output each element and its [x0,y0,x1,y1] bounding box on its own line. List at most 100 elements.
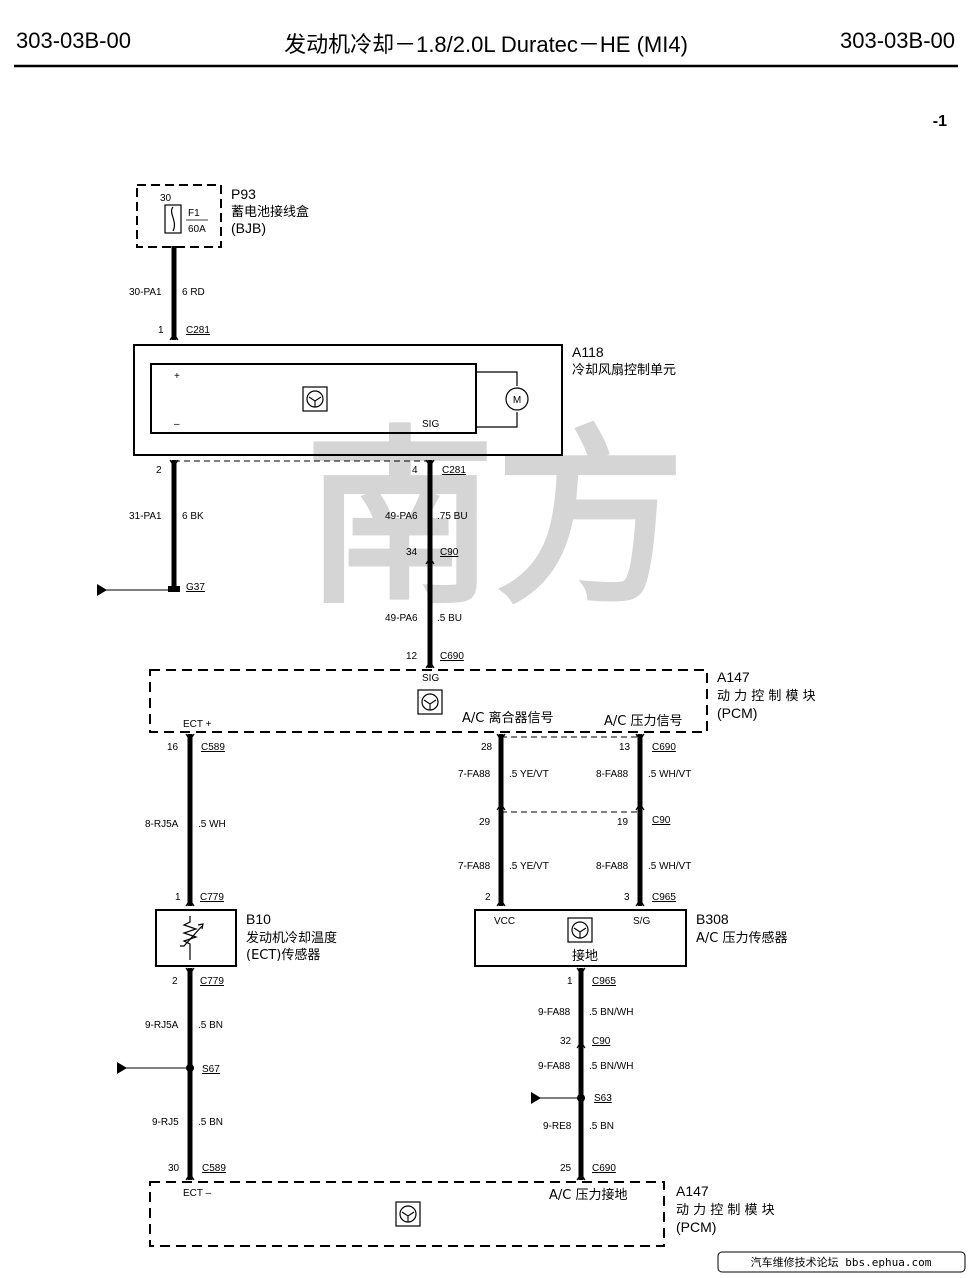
a147-pcm-top: SIG ECT + A/C 离合器信号 A/C 压力信号 A147 动 力 控 … [149,669,816,733]
svg-text:C90: C90 [652,815,671,826]
module-icon [567,917,593,943]
svg-text:C965: C965 [592,976,616,987]
svg-text:.5 BU: .5 BU [437,613,462,624]
motor-label: M [513,395,521,406]
a147-ac-pressure: A/C 压力信号 [604,714,682,729]
motor-icon [505,387,529,411]
wire-lines [171,246,643,1180]
svg-text:C779: C779 [200,976,224,987]
watermark: 南方 [305,407,685,630]
page-tag: -1 [933,113,947,130]
svg-text:C589: C589 [201,742,225,753]
a118-ref: A118 [572,344,604,360]
module-icon [395,1201,421,1227]
svg-text:2: 2 [172,976,178,987]
svg-text:.5 WH: .5 WH [198,819,226,830]
svg-text:31-PA1: 31-PA1 [129,511,162,522]
svg-text:.75 BU: .75 BU [437,511,468,522]
svg-text:9-RJ5A: 9-RJ5A [145,1020,179,1031]
wire-label-circuit: 30-PA1 [129,287,162,298]
s67-label: S67 [202,1064,220,1075]
connector-pin: 1 [158,325,164,336]
wire-labels-top: 30-PA1 6 RD 1 C281 [129,287,210,336]
svg-text:49-PA6: 49-PA6 [385,613,418,624]
svg-text:1: 1 [567,976,573,987]
connector-name: C281 [186,325,210,336]
p93-ref: P93 [231,186,256,202]
b308-ac-pressure-sensor: VCC S/G 接地 B308 A/C 压力传感器 [474,909,787,967]
svg-text:9-RE8: 9-RE8 [543,1121,572,1132]
a147-name: 动 力 控 制 模 块 [676,1203,775,1218]
a118-minus: – [174,419,180,430]
svg-text:29: 29 [479,817,491,828]
wire-labels-mid: 2 4 C281 31-PA1 6 BK 49-PA6 .75 BU 34 C9… [129,465,468,662]
a147-ref: A147 [717,669,750,685]
b10-name2: (ECT)传感器 [246,947,320,963]
svg-text:C690: C690 [440,651,464,662]
p93-battery-junction-box: 30 F1 60A P93 蓄电池接线盒 (BJB) [136,184,309,248]
p93-code: (BJB) [231,220,266,236]
p93-name: 蓄电池接线盒 [231,204,309,220]
a147-ac-ground: A/C 压力接地 [549,1187,627,1203]
footer-text: 汽车维修技术论坛 bbs.ephua.com [751,1255,932,1269]
a147-code: (PCM) [676,1219,716,1235]
svg-text:28: 28 [481,742,493,753]
svg-text:12: 12 [406,651,418,662]
svg-text:9-FA88: 9-FA88 [538,1061,571,1072]
b308-ground: 接地 [572,948,598,964]
a147-code: (PCM) [717,705,757,721]
fuse-id: F1 [188,208,200,219]
svg-text:7-FA88: 7-FA88 [458,769,491,780]
svg-text:.5 BN: .5 BN [589,1121,614,1132]
svg-text:.5 YE/VT: .5 YE/VT [509,769,549,780]
svg-text:C90: C90 [592,1036,611,1047]
wire-labels-lower: 16 C589 28 13 C690 7-FA88 .5 YE/VT 8-FA8… [145,742,691,903]
s67-splice: S67 [117,1062,220,1075]
svg-text:30: 30 [168,1163,180,1174]
b10-ref: B10 [246,911,271,927]
s63-label: S63 [594,1093,612,1104]
page-header: 303-03B-00 发动机冷却－1.8/2.0L Duratec－HE (MI… [14,28,958,130]
splice-arrow-icon [117,1062,127,1074]
b308-name: A/C 压力传感器 [696,930,787,946]
svg-text:C90: C90 [440,547,459,558]
watermark-text: 南方 [305,407,685,630]
p93-pin: 30 [160,193,172,204]
g37-ground: G37 [97,582,205,596]
wire-label-spec: 6 RD [182,287,205,298]
svg-text:1: 1 [175,892,181,903]
svg-text:C965: C965 [652,892,676,903]
svg-text:7-FA88: 7-FA88 [458,861,491,872]
fuse-rating: 60A [188,224,206,235]
svg-text:25: 25 [560,1163,572,1174]
svg-text:13: 13 [619,742,631,753]
a147-ect-plus: ECT + [183,719,212,730]
a147-ect-minus: ECT – [183,1188,212,1199]
footer-stamp: 汽车维修技术论坛 bbs.ephua.com [717,1251,966,1273]
svg-text:C690: C690 [652,742,676,753]
svg-text:4: 4 [412,465,418,476]
svg-text:16: 16 [167,742,179,753]
header-title: 发动机冷却－1.8/2.0L Duratec－HE (MI4) [284,32,688,57]
svg-text:49-PA6: 49-PA6 [385,511,418,522]
connector-ticks [169,332,645,1181]
svg-text:2: 2 [485,892,491,903]
svg-text:.5 BN/WH: .5 BN/WH [589,1007,633,1018]
module-icon [302,386,328,412]
a118-plus: + [174,371,180,382]
ground-arrow-icon [97,584,107,596]
svg-text:6 BK: 6 BK [182,511,204,522]
a147-sig: SIG [422,673,439,684]
b10-ect-sensor: B10 发动机冷却温度 (ECT)传感器 [155,909,337,967]
svg-text:8-FA88: 8-FA88 [596,769,629,780]
g37-label: G37 [186,582,205,593]
svg-text:8-FA88: 8-FA88 [596,861,629,872]
header-left-code: 303-03B-00 [16,28,131,53]
svg-text:9-FA88: 9-FA88 [538,1007,571,1018]
a147-ac-clutch: A/C 离合器信号 [462,710,553,726]
svg-text:.5 BN: .5 BN [198,1020,223,1031]
svg-text:.5 YE/VT: .5 YE/VT [509,861,549,872]
a147-pcm-bottom: ECT – A/C 压力接地 A147 动 力 控 制 模 块 (PCM) [149,1181,775,1247]
a118-name: 冷却风扇控制单元 [572,362,676,378]
svg-text:34: 34 [406,547,418,558]
